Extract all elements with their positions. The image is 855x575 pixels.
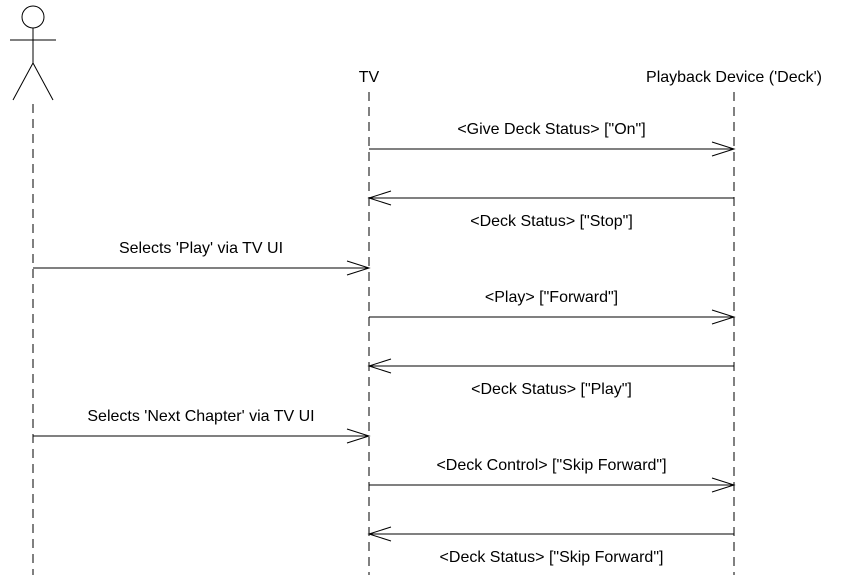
- message-arrowhead-4: [711, 309, 736, 325]
- message-arrowhead-2: [367, 190, 392, 206]
- actor-figure: [10, 5, 56, 101]
- message-label-4: <Play> ["Forward"]: [485, 289, 618, 306]
- message-label-8: <Deck Status> ["Skip Forward"]: [440, 549, 664, 566]
- message-arrowhead-3: [346, 260, 371, 276]
- message-label-3: Selects 'Play' via TV UI: [119, 240, 283, 257]
- message-arrowhead-8: [367, 526, 392, 542]
- message-label-1: <Give Deck Status> ["On"]: [457, 121, 645, 138]
- message-arrowhead-6: [346, 428, 371, 444]
- message-arrowhead-5: [367, 358, 392, 374]
- participant-label-deck: Playback Device ('Deck'): [646, 69, 822, 86]
- participant-label-tv: TV: [359, 69, 380, 86]
- message-label-7: <Deck Control> ["Skip Forward"]: [436, 457, 666, 474]
- message-arrowhead-7: [711, 477, 736, 493]
- message-label-6: Selects 'Next Chapter' via TV UI: [87, 408, 314, 425]
- message-label-5: <Deck Status> ["Play"]: [471, 381, 632, 398]
- message-arrowhead-1: [711, 141, 736, 157]
- message-label-2: <Deck Status> ["Stop"]: [470, 213, 633, 230]
- messages-group: <Give Deck Status> ["On"] <Deck Status> […: [33, 121, 736, 566]
